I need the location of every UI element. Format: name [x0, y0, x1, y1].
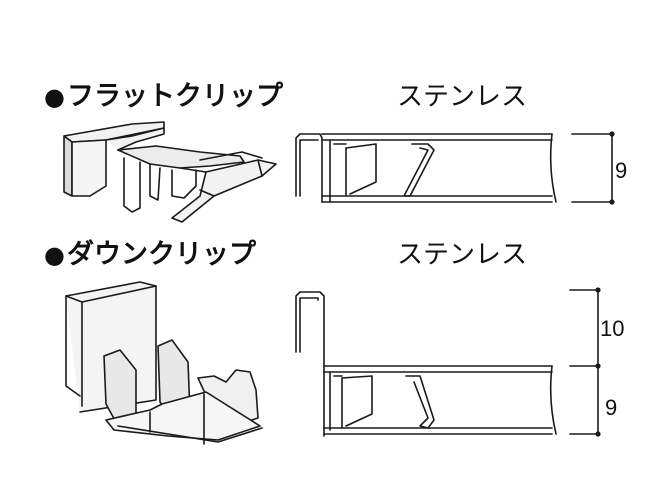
flat-clip-title: ●フラットクリップ [44, 74, 283, 113]
down-clip-section-drawing [295, 289, 599, 437]
down-clip-material: ステンレス [397, 240, 528, 270]
flat-clip-material: ステンレス [397, 82, 528, 112]
down-clip-isometric-drawing [65, 281, 263, 445]
bullet-icon: ● [44, 241, 65, 269]
down-clip-title: ●ダウンクリップ [44, 232, 256, 271]
flat-clip-title-text: フラットクリップ [66, 81, 283, 112]
bullet-icon: ● [44, 83, 65, 111]
down-clip-hook-height-label: 10 [600, 316, 625, 341]
down-clip-title-text: ダウンクリップ [66, 239, 256, 270]
flat-clip-isometric-drawing [63, 121, 277, 223]
flat-clip-height-label: 9 [615, 158, 628, 183]
flat-clip-section-drawing [295, 133, 613, 203]
down-clip-body-height-label: 9 [605, 395, 618, 420]
